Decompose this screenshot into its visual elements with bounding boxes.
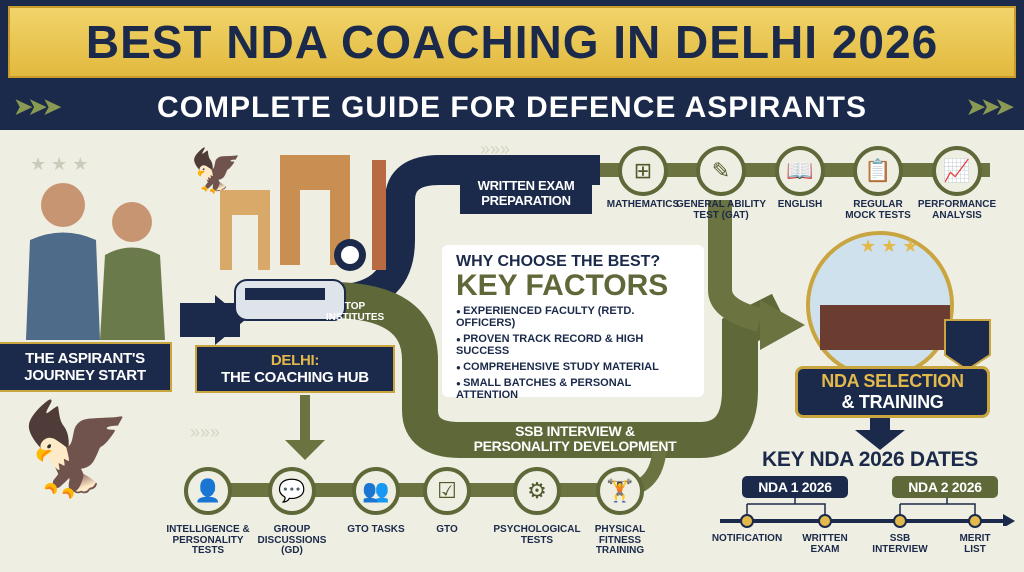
star-icon: ★ ★ ★	[860, 236, 918, 256]
subject-label-line1: ENGLISH	[777, 199, 823, 210]
nda2-badge: NDA 2 2026	[892, 476, 998, 498]
growth-chart-icon: 📈	[932, 146, 982, 196]
top-institutes-line1: TOP	[344, 301, 366, 312]
subject-label: MATHEMATICS	[598, 199, 688, 211]
written-line2: PREPARATION	[481, 193, 571, 208]
down-arrow-icon	[285, 395, 325, 460]
subject-label-line2: MOCK TESTS	[845, 209, 911, 221]
subject-label-line2: ANALYSIS	[932, 209, 982, 221]
subtitle-text: COMPLETE GUIDE FOR DEFENCE ASPIRANTS	[157, 91, 867, 124]
subject-label-line1: MATHEMATICS	[606, 199, 680, 210]
journey-start-banner: THE ASPIRANT'S JOURNEY START	[0, 342, 172, 392]
milestone-dot	[740, 514, 754, 528]
clipboard-icon: 📋	[853, 146, 903, 196]
milestone-dot	[968, 514, 982, 528]
key-factors-list: EXPERIENCED FACULTY (RETD. OFFICERS) PRO…	[456, 305, 690, 401]
calculator-icon: ⊞	[618, 146, 668, 196]
milestone-line2: INTERVIEW	[872, 543, 928, 555]
nda-selection-banner: NDA SELECTION & TRAINING	[795, 366, 990, 418]
subject-label-line2: TEST (GAT)	[693, 209, 749, 221]
ssb-line1: SSB INTERVIEW &	[515, 423, 635, 439]
nda-crest-icon	[944, 319, 991, 372]
eagle-icon: 🦅	[20, 395, 132, 500]
key-factors-panel: WHY CHOOSE THE BEST? KEY FACTORS EXPERIE…	[442, 245, 704, 401]
selection-line2: & TRAINING	[841, 392, 944, 412]
qutub-minar-icon	[372, 160, 386, 270]
key-factors-title: KEY FACTORS	[456, 269, 669, 302]
milestone-dot	[818, 514, 832, 528]
discussion-icon: 💬	[268, 467, 316, 515]
written-line1: WRITTEN EXAM	[477, 178, 575, 193]
exam-to-selection-road	[708, 200, 764, 332]
key-factor-item: SMALL BATCHES & PERSONAL ATTENTION	[456, 377, 690, 401]
hub-line2: THE COACHING HUB	[221, 369, 369, 386]
person-mind-icon: 👤	[184, 467, 232, 515]
milestone-line1: SSB	[889, 533, 911, 544]
key-factor-item: PROVEN TRACK RECORD & HIGH SUCCESS	[456, 333, 690, 357]
book-icon: 📖	[775, 146, 825, 196]
timeline-arrow-icon	[1003, 514, 1015, 526]
subject-label-line1: GENERAL ABILITY	[676, 199, 767, 210]
document-pencil-icon: ✎	[696, 146, 746, 196]
chevrons-icon: »»»	[480, 139, 510, 159]
milestone-line2: LIST	[964, 543, 986, 555]
milestone-dot	[893, 514, 907, 528]
key-factor-item: EXPERIENCED FACULTY (RETD. OFFICERS)	[456, 305, 690, 329]
delhi-hub-banner: DELHI: THE COACHING HUB	[195, 345, 395, 393]
arrow-head-icon	[760, 300, 805, 350]
subject-label-line1: REGULAR	[853, 199, 903, 210]
top-institutes-label: TOP INSTITUTES	[325, 301, 385, 323]
ssb-step-label: PHYSICAL FITNESS TRAINING	[594, 524, 646, 556]
checklist-icon: ☑	[423, 467, 471, 515]
chevrons-right-icon: ➤➤➤	[966, 94, 1014, 119]
journey-start-line2: JOURNEY START	[24, 367, 146, 384]
milestone-line2: EXAM	[810, 543, 840, 555]
ssb-step-label: GROUP DISCUSSIONS (GD)	[257, 524, 327, 556]
chevrons-left-icon: ➤➤➤	[14, 94, 61, 119]
aspirant-female-avatar	[112, 202, 152, 242]
journey-start-line1: THE ASPIRANT'S	[25, 350, 145, 367]
hub-line1: DELHI:	[270, 352, 320, 369]
milestone-line1: NOTIFICATION	[711, 533, 783, 544]
milestone-line1: WRITTEN	[802, 533, 848, 544]
star-icon: ★ ★ ★	[30, 154, 88, 174]
nda1-badge: NDA 1 2026	[742, 476, 848, 498]
key-factors-question: WHY CHOOSE THE BEST?	[456, 253, 661, 270]
subject-label-line1: PERFORMANCE	[917, 199, 997, 210]
top-institutes-line2: INSTITUTES	[325, 311, 385, 323]
ssb-line2: PERSONALITY DEVELOPMENT	[473, 438, 677, 455]
page-subtitle: ➤➤➤ COMPLETE GUIDE FOR DEFENCE ASPIRANTS…	[0, 86, 1024, 130]
key-dates-title: KEY NDA 2026 DATES	[762, 448, 978, 471]
selection-line1: NDA SELECTION	[821, 371, 964, 391]
ssb-step-label: PSYCHOLOGICAL TESTS	[493, 524, 581, 546]
chevrons-icon: »»»	[190, 422, 220, 442]
milestone-line1: MERIT	[959, 533, 991, 544]
group-icon: 👥	[352, 467, 400, 515]
ssb-step-label: GTO	[436, 524, 458, 535]
subject-label: ENGLISH	[755, 199, 845, 211]
ssb-road	[329, 282, 789, 458]
arrow-head-icon	[215, 295, 245, 345]
ssb-step-label: INTELLIGENCE & PERSONALITY TESTS	[166, 524, 250, 556]
key-factor-item: COMPREHENSIVE STUDY MATERIAL	[456, 361, 690, 373]
eagle-icon: 🦅	[190, 145, 242, 195]
aspirant-male-avatar	[41, 183, 85, 227]
down-arrow-icon	[855, 415, 905, 450]
written-exam-banner: WRITTEN EXAM PREPARATION	[460, 172, 592, 214]
head-gears-icon: ⚙	[513, 467, 561, 515]
ssb-banner: SSB INTERVIEW & PERSONALITY DEVELOPMENT	[460, 423, 690, 455]
ssb-step-label: GTO TASKS	[347, 524, 405, 535]
milestone-label: NOTIFICATION	[702, 533, 792, 545]
page-title: BEST NDA COACHING IN DELHI 2026	[8, 6, 1016, 78]
weightlifter-icon: 🏋	[596, 467, 644, 515]
